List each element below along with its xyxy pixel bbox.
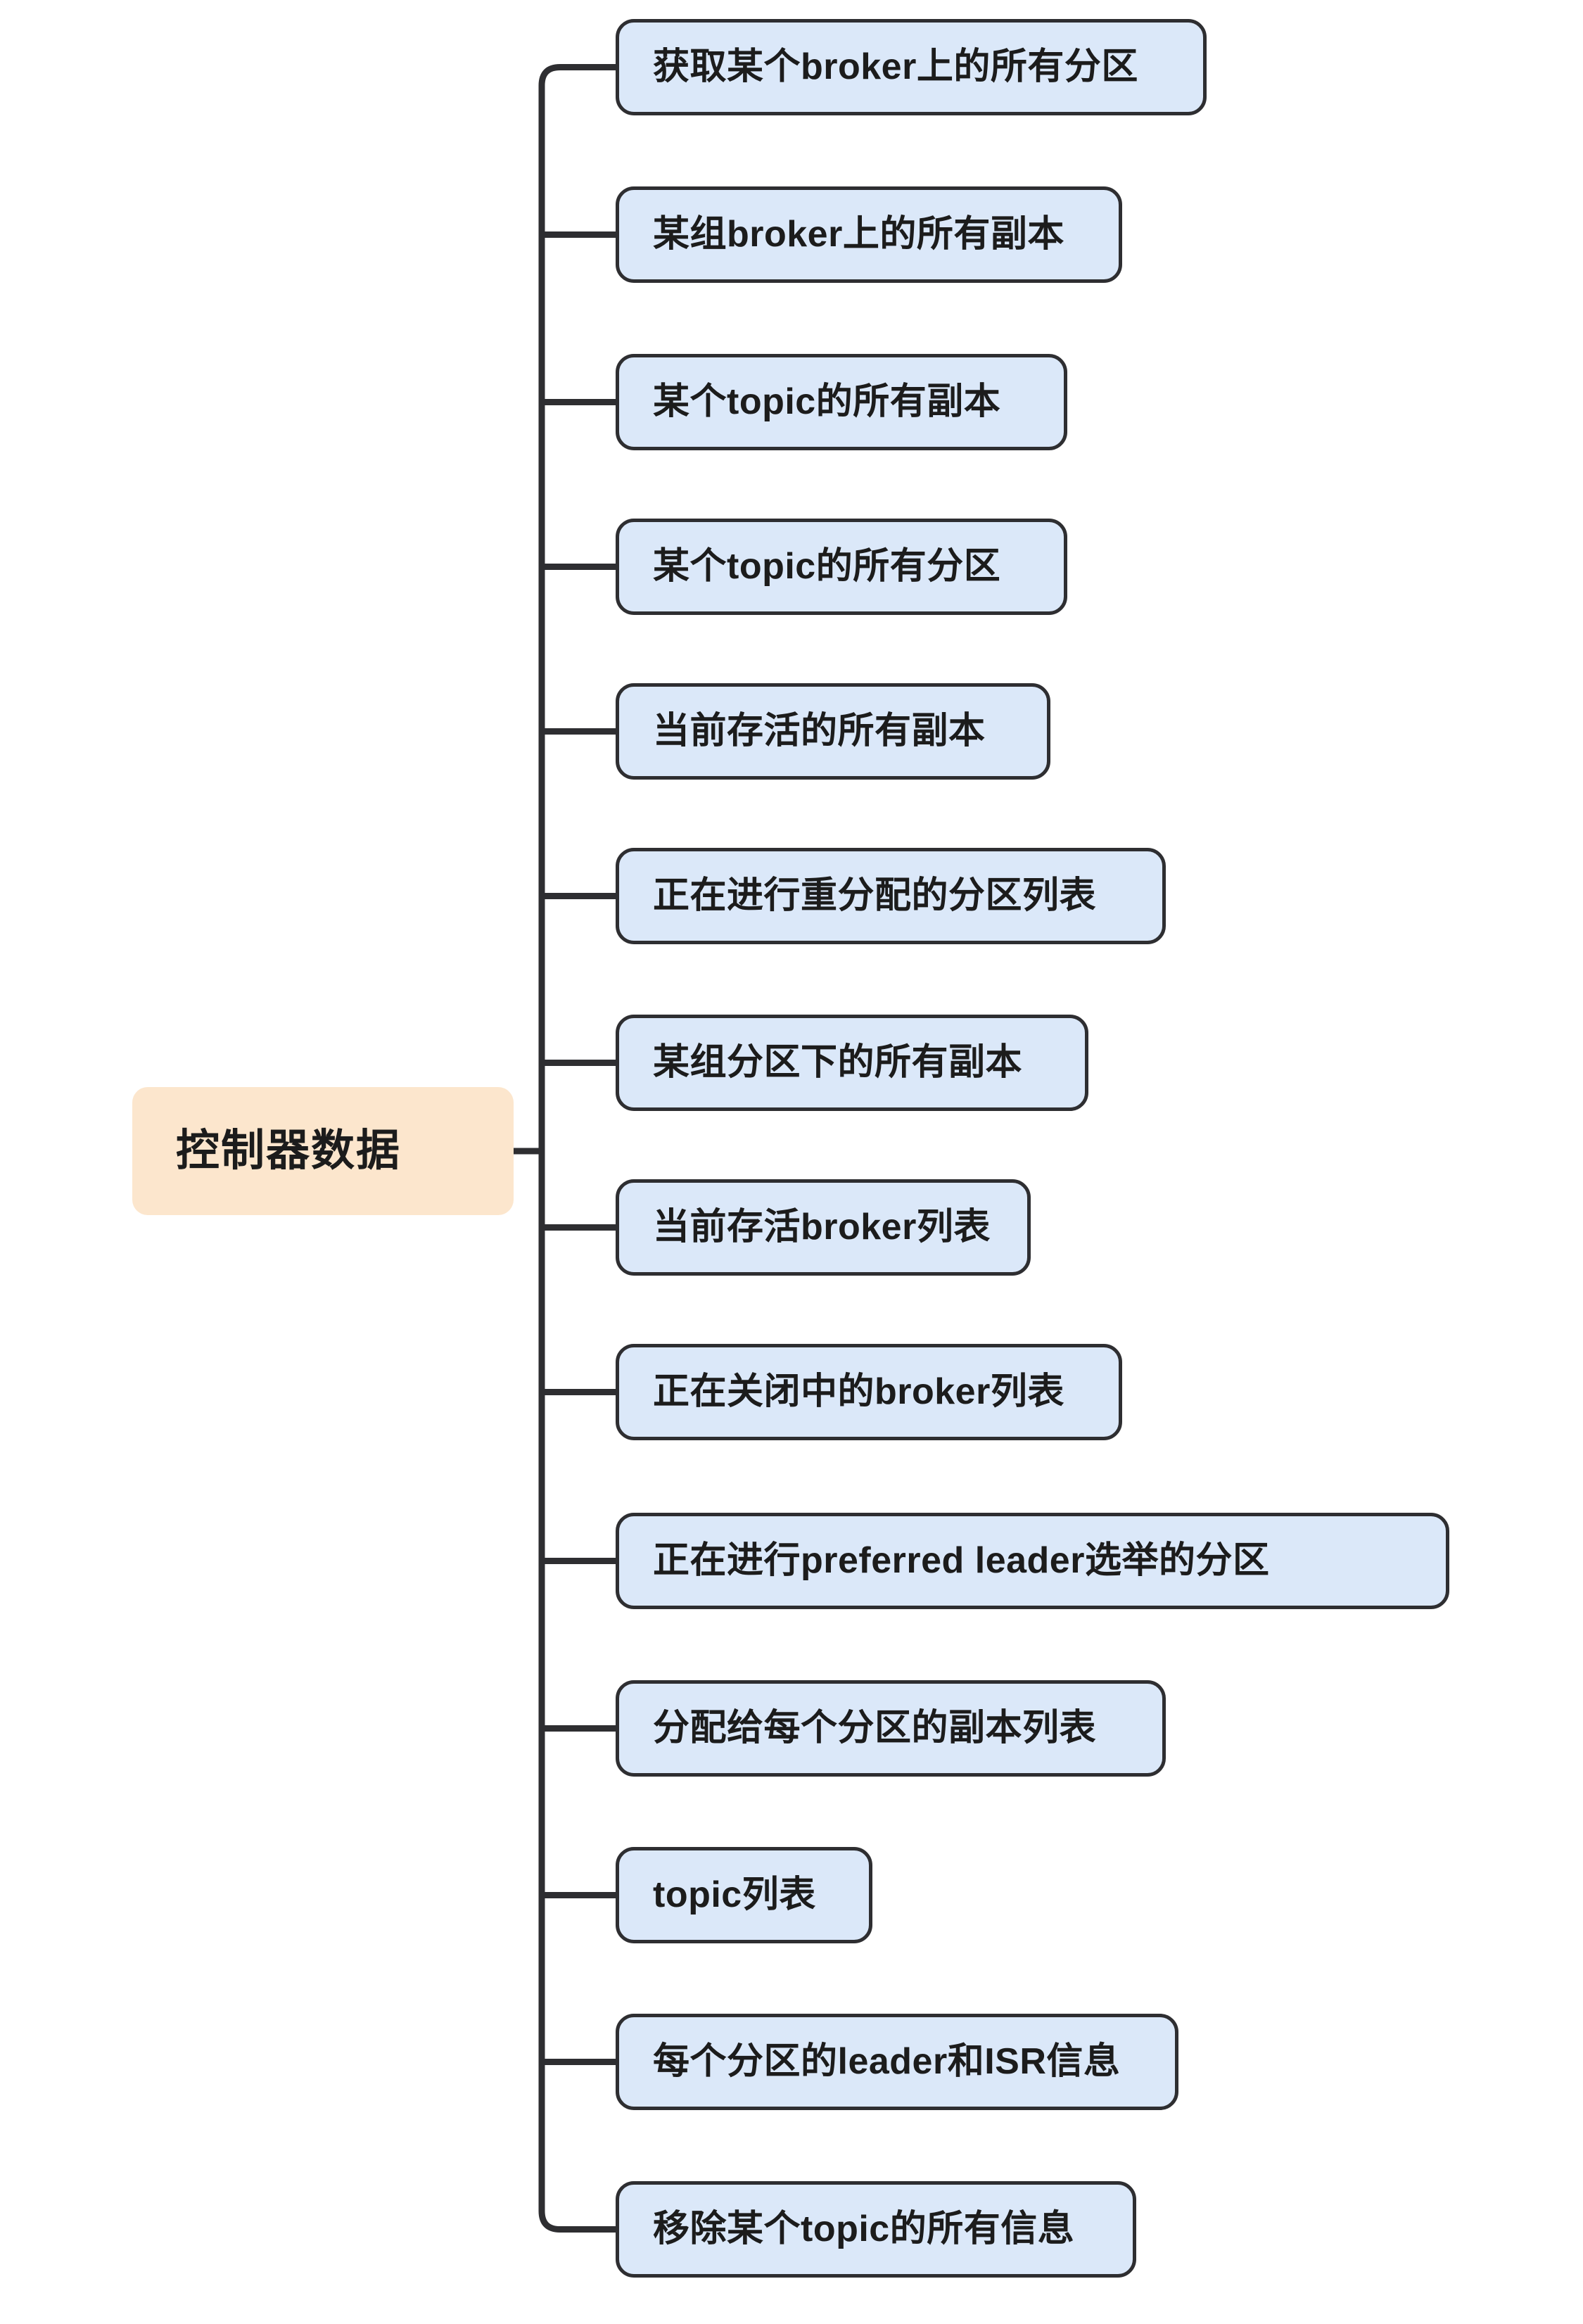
mindmap-child-label: 正在进行preferred leader选举的分区 xyxy=(653,1539,1270,1581)
mindmap-root-label: 控制器数据 xyxy=(176,1126,402,1175)
mindmap-child-label: 分配给每个分区的副本列表 xyxy=(653,1707,1097,1748)
mindmap-child-label: topic列表 xyxy=(653,1874,816,1915)
mindmap-child-node[interactable]: 某个topic的所有分区 xyxy=(616,519,1067,615)
mindmap-child-node[interactable]: topic列表 xyxy=(616,1847,872,1943)
mindmap-child-node[interactable]: 某组分区下的所有副本 xyxy=(616,1015,1088,1111)
mindmap-child-label: 当前存活的所有副本 xyxy=(653,710,986,751)
mindmap-child-label: 某个topic的所有副本 xyxy=(653,381,1001,422)
mindmap-child-label: 每个分区的leader和ISR信息 xyxy=(653,2040,1121,2082)
mindmap-child-node[interactable]: 某组broker上的所有副本 xyxy=(616,186,1122,283)
mindmap-child-node[interactable]: 分配给每个分区的副本列表 xyxy=(616,1680,1166,1777)
mindmap-child-node[interactable]: 正在进行preferred leader选举的分区 xyxy=(616,1513,1449,1609)
mindmap-child-label: 某个topic的所有分区 xyxy=(653,545,1001,587)
mindmap-root-node[interactable]: 控制器数据 xyxy=(132,1087,514,1215)
mindmap-child-node[interactable]: 当前存活broker列表 xyxy=(616,1179,1031,1276)
mindmap-child-label: 某组分区下的所有副本 xyxy=(653,1041,1023,1083)
mindmap-child-label: 移除某个topic的所有信息 xyxy=(653,2208,1075,2249)
mindmap-spine xyxy=(538,64,561,2233)
mindmap-child-node[interactable]: 某个topic的所有副本 xyxy=(616,354,1067,450)
mindmap-child-node[interactable]: 正在关闭中的broker列表 xyxy=(616,1344,1122,1440)
mindmap-child-label: 获取某个broker上的所有分区 xyxy=(653,46,1138,87)
mindmap-child-node[interactable]: 获取某个broker上的所有分区 xyxy=(616,19,1207,115)
mindmap-child-label: 当前存活broker列表 xyxy=(653,1206,991,1247)
mindmap-child-node[interactable]: 当前存活的所有副本 xyxy=(616,683,1050,780)
mindmap-child-node[interactable]: 移除某个topic的所有信息 xyxy=(616,2181,1136,2278)
mindmap-child-node[interactable]: 每个分区的leader和ISR信息 xyxy=(616,2014,1178,2110)
mindmap-child-label: 正在进行重分配的分区列表 xyxy=(653,875,1097,916)
mindmap-child-node[interactable]: 正在进行重分配的分区列表 xyxy=(616,848,1166,944)
mindmap-child-label: 正在关闭中的broker列表 xyxy=(653,1371,1064,1412)
mindmap-child-label: 某组broker上的所有副本 xyxy=(653,213,1064,255)
